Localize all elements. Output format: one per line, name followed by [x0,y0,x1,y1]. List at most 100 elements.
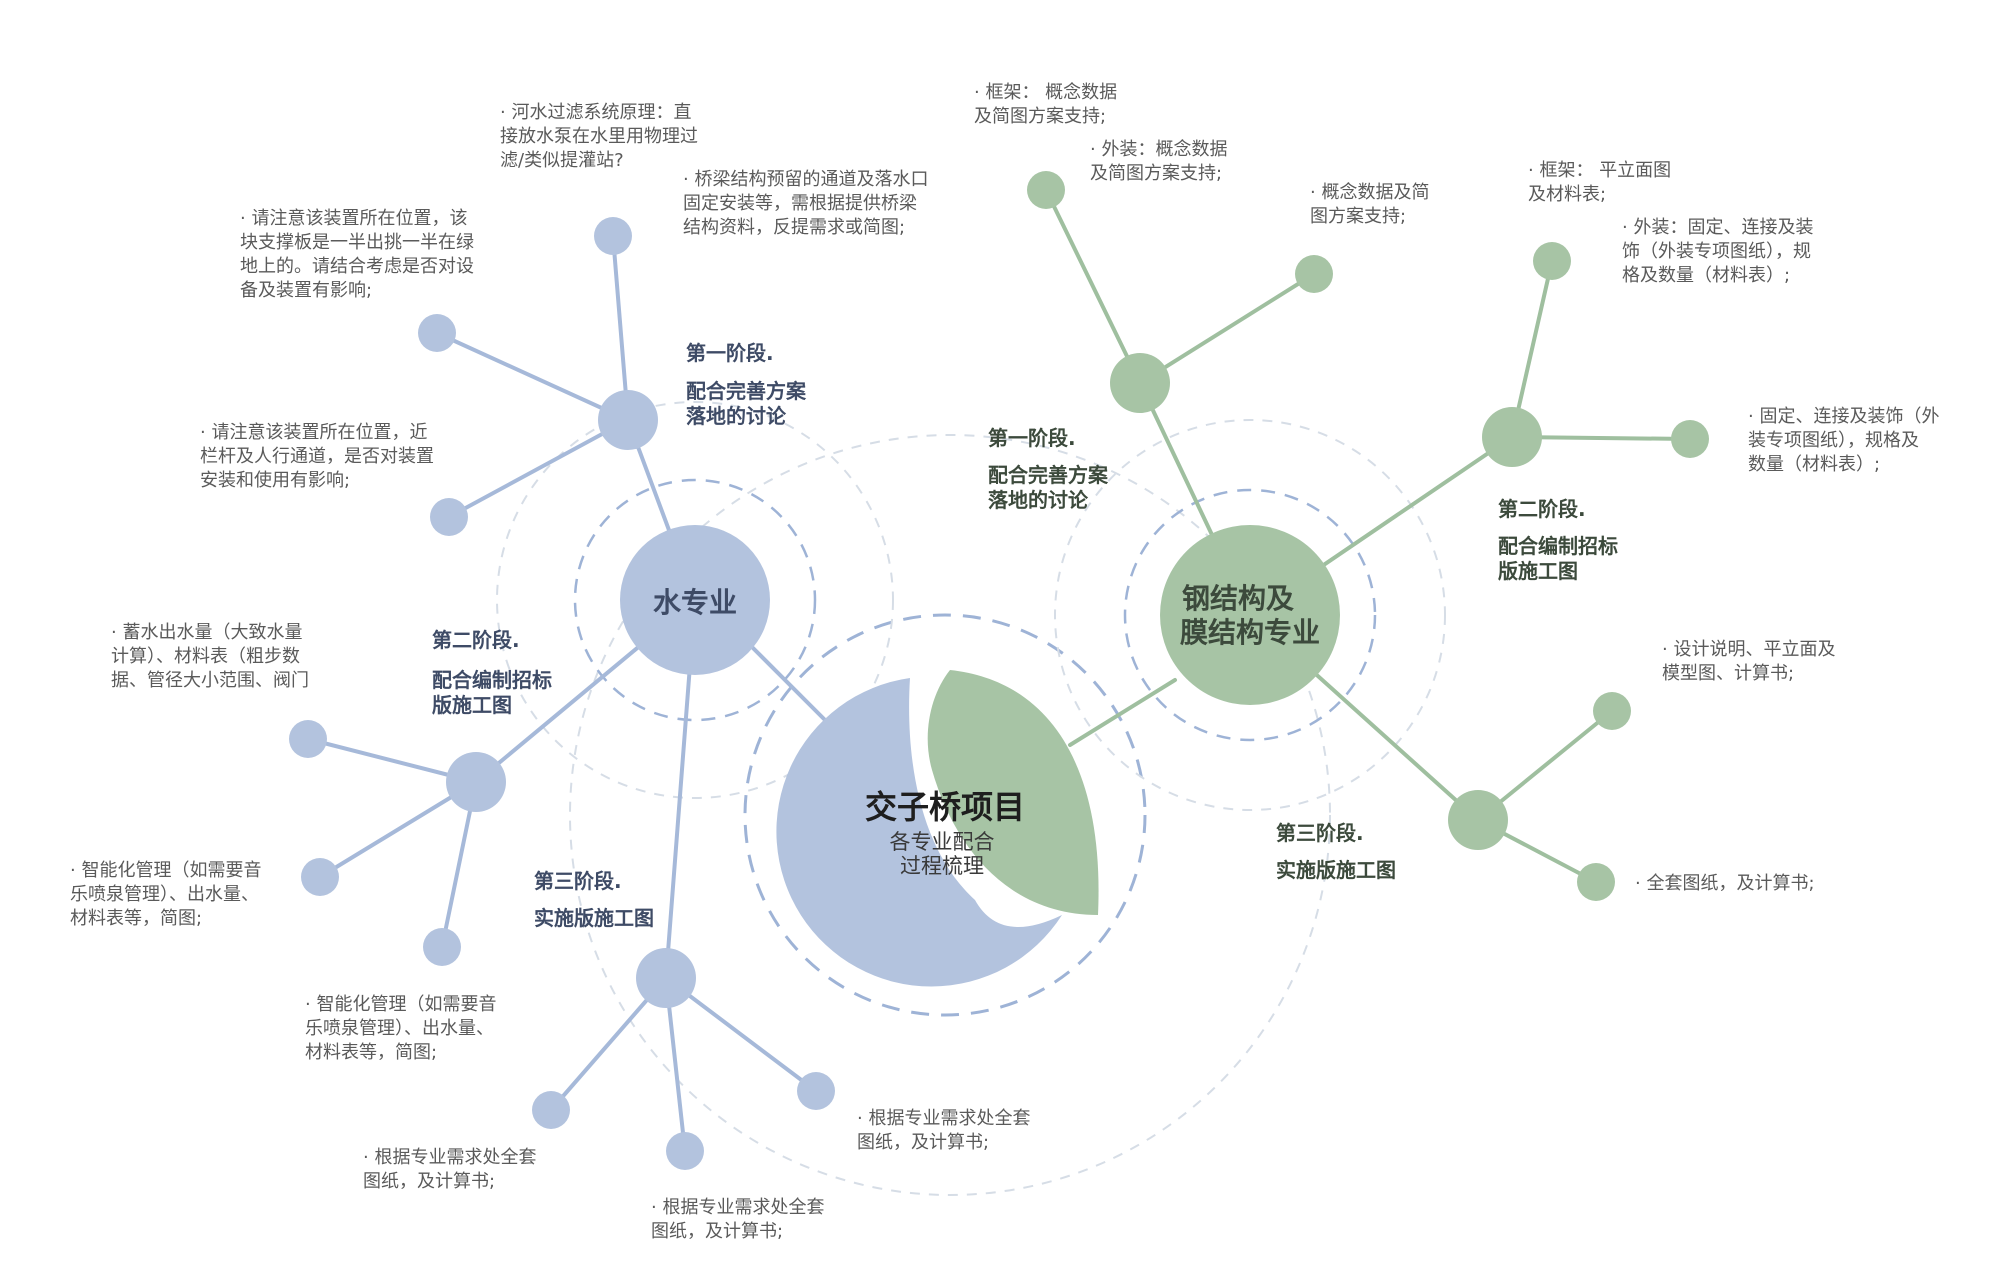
steel-s3-note-2: · 全套图纸，及计算书; [1635,873,1815,894]
water-s3-note-1: · 根据专业需求处全套 图纸，及计算书; [363,1147,536,1192]
note-line: 备及装置有影响; [240,280,372,301]
water-stage1-node [598,390,658,450]
center-subtitle-line-2: 过程梳理 [900,854,984,878]
water-s3-leaf-3 [797,1072,835,1110]
water-inner-ring [573,478,817,722]
note-line: · 蓄水出水量（大致水量 [111,622,302,643]
note-line: · 框架： 概念数据 [974,81,1117,103]
water-s3-note-3: · 根据专业需求处全套 图纸，及计算书; [857,1108,1030,1153]
note-line: 数量（材料表）; [1748,454,1880,475]
steel-s1-note-3: · 概念数据及简 图方案支持; [1310,181,1429,227]
steel-stage3-desc-1: 实施版施工图 [1276,858,1396,882]
note-line: 及简图方案支持; [1090,163,1222,184]
note-line: 及材料表; [1528,184,1606,205]
steel-hub-circle [1160,525,1340,705]
water-stage2-node [446,752,506,812]
water-s2-leaf-1 [289,720,327,758]
water-nodes [289,217,835,1170]
steel-nodes [1027,171,1709,901]
water-stage2-desc-2: 版施工图 [432,693,512,717]
water-s2-leaf-2 [301,858,339,896]
stage1-to-leaf3-line [447,418,630,519]
note-line: · 概念数据及简 [1310,181,1429,203]
center-title: 交子桥项目 [865,788,1025,826]
steel-s2-leaf-2 [1671,420,1709,458]
steel-to-center-line [1068,678,1177,747]
note-line: · 根据专业需求处全套 [651,1197,824,1218]
s-stage2-to-leaf1-line [1510,259,1554,439]
steel-notes: · 框架： 概念数据 及简图方案支持; · 外装：概念数据 及简图方案支持; ·… [974,81,1939,894]
steel-stage3-node [1448,790,1508,850]
steel-s3-leaf-1 [1593,692,1631,730]
note-line: 接放水泵在水里用物理过 [500,126,698,147]
water-stage3-title: 第三阶段. [534,869,622,893]
s-stage1-to-leaf2-line [1138,272,1316,385]
steel-hub: 钢结构及 膜结构专业 [1160,525,1340,705]
note-line: · 外装：固定、连接及装 [1622,217,1813,238]
note-line: 图纸，及计算书; [651,1221,783,1242]
note-line: 格及数量（材料表）; [1622,265,1790,286]
note-line: 材料表等，简图; [305,1042,437,1063]
s-stage1-to-leaf1-line [1044,188,1142,385]
note-line: · 请注意该装置所在位置，近 [200,422,427,443]
note-line: · 河水过滤系统原理：直 [500,102,691,123]
water-s1-leaf-3 [430,498,468,536]
stage1-to-leaf1-line [611,234,630,422]
note-line: 结构资料，反提需求或简图; [683,217,905,238]
water-s1-note-1: · 河水过滤系统原理：直 接放水泵在水里用物理过 滤/类似提灌站? [500,102,698,171]
note-line: 图纸，及计算书; [857,1132,989,1153]
note-line: 装专项图纸），规格及 [1748,430,1919,451]
water-s2-note-1: · 蓄水出水量（大致水量 计算）、材料表（粗步数 据、管径大小范围、阀门 [111,622,309,691]
note-line: · 智能化管理（如需要音 [70,860,261,881]
note-line: 据、管径大小范围、阀门 [111,670,309,691]
steel-s1-leaf-2 [1295,255,1333,293]
water-s3-leaf-2 [666,1132,704,1170]
center-blue-crescent [776,678,1062,987]
note-line: · 桥梁结构预留的通道及落水口 [683,169,928,190]
water-stage2-desc-1: 配合编制招标 [432,668,552,692]
steel-hub-label-line-1: 钢结构及 [1182,582,1294,615]
steel-s1-note-2: · 外装：概念数据 及简图方案支持; [1090,138,1227,184]
note-line: 材料表等，简图; [70,908,202,929]
steel-s2-note-2: · 外装：固定、连接及装 饰（外装专项图纸），规 格及数量（材料表）; [1622,217,1813,286]
note-line: 滤/类似提灌站? [500,150,624,171]
steel-stage2-node [1482,407,1542,467]
stage1-to-leaf2-line [435,331,630,422]
note-line: · 全套图纸，及计算书; [1635,873,1815,894]
steel-s2-leaf-1 [1533,242,1571,280]
water-s1-leaf-2 [418,314,456,352]
steel-s3-leaf-2 [1577,863,1615,901]
steel-stage3-title: 第三阶段. [1276,821,1364,845]
steel-s1-leaf-1 [1027,171,1065,209]
water-stage3-node [636,948,696,1008]
steel-inner-ring [1123,488,1377,742]
steel-stage2-desc-2: 版施工图 [1498,559,1578,583]
note-line: · 请注意该装置所在位置，该 [240,208,467,229]
steel-stage1-node [1110,353,1170,413]
water-hub-circle [620,525,770,675]
steel-outer-ring [1054,419,1446,811]
steel-hub-label-line-2: 膜结构专业 [1180,616,1320,649]
steel-stage1-title: 第一阶段. [988,426,1076,450]
water-hub-label: 水专业 [653,586,737,619]
water-s1-note-2: · 桥梁结构预留的通道及落水口 固定安装等，需根据提供桥梁 结构资料，反提需求或… [683,169,928,238]
steel-s2-note-1: · 框架： 平立面图 及材料表; [1528,160,1671,205]
steel-stage1-desc-2: 落地的讨论 [988,488,1089,512]
note-line: 饰（外装专项图纸），规 [1622,241,1811,262]
note-line: · 固定、连接及装饰（外 [1748,406,1939,427]
water-s3-note-2: · 根据专业需求处全套 图纸，及计算书; [651,1197,824,1242]
steel-s2-note-3: · 固定、连接及装饰（外 装专项图纸），规格及 数量（材料表）; [1748,406,1939,475]
water-stage1-desc-2: 落地的讨论 [686,404,787,428]
water-s2-note-2: · 智能化管理（如需要音 乐喷泉管理）、出水量、 材料表等，简图; [70,860,261,929]
water-s1-leaf-1 [594,217,632,255]
note-line: 图纸，及计算书; [363,1171,495,1192]
note-line: · 根据专业需求处全套 [363,1147,536,1168]
note-line: 固定安装等，需根据提供桥梁 [683,193,917,214]
steel-s3-note-1: · 设计说明、平立面及 模型图、计算书; [1662,639,1835,684]
note-line: 计算）、材料表（粗步数 [111,646,300,667]
steel-s1-note-1: · 框架： 概念数据 及简图方案支持; [974,81,1117,127]
note-line: 模型图、计算书; [1662,663,1794,684]
steel-stage2-desc-1: 配合编制招标 [1498,534,1618,558]
center-green-leaf [927,670,1099,915]
